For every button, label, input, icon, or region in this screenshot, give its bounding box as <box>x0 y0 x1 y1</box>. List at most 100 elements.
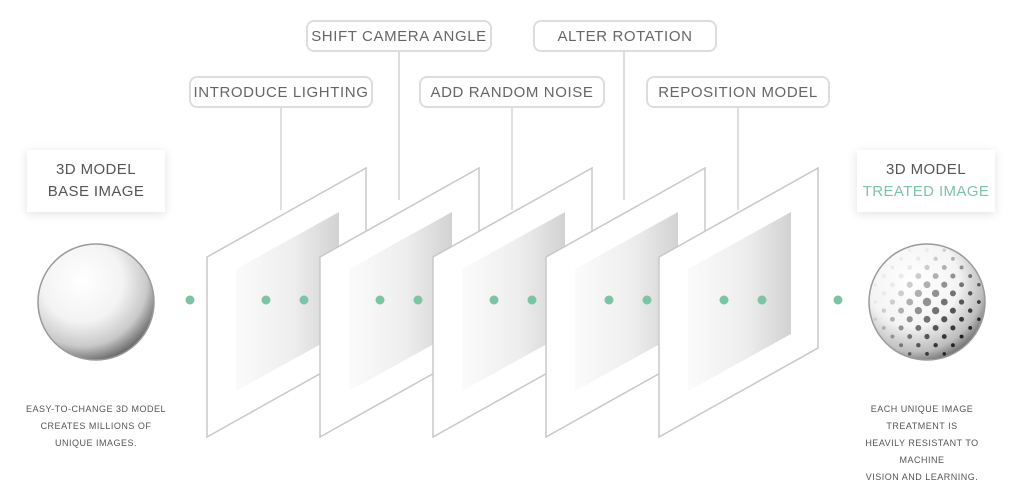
flow-dot <box>719 295 729 305</box>
sphere-pattern-cell <box>933 342 938 348</box>
sphere-pattern-cell <box>968 343 972 347</box>
flow-dot <box>527 295 537 305</box>
base-title-line1: 3D MODEL <box>56 161 136 178</box>
sphere-pattern-cell <box>959 282 965 288</box>
sphere-pattern-cell <box>907 334 913 340</box>
sphere-pattern-cell <box>898 290 905 297</box>
treated-sphere <box>868 243 986 361</box>
step-label-add-random-noise: ADD RANDOM NOISE <box>419 76 605 108</box>
sphere-pattern-cell <box>960 248 963 252</box>
base-caption: EASY-TO-CHANGE 3D MODEL CREATES MILLIONS… <box>25 404 167 448</box>
sphere-pattern-cell <box>924 333 930 340</box>
sphere-pattern-cell <box>925 351 929 356</box>
step-label-shift-camera-angle: SHIFT CAMERA ANGLE <box>306 20 492 52</box>
sphere-pattern-cell <box>959 334 964 339</box>
sphere-pattern-cell <box>882 343 886 347</box>
sphere-pattern-cell <box>941 316 948 323</box>
sphere-pattern-cell <box>906 316 913 323</box>
sphere-pattern-cell <box>915 324 922 331</box>
flow-dot <box>757 295 767 305</box>
sphere-pattern-cell <box>907 352 912 356</box>
sphere-pattern-cell <box>873 282 877 287</box>
treated-title-line2: TREATED IMAGE <box>862 183 990 200</box>
sphere-pattern-cell <box>881 308 887 313</box>
base-title-line2: BASE IMAGE <box>47 183 145 200</box>
sphere-pattern-cell <box>960 352 963 356</box>
sphere-pattern-cell <box>881 274 886 278</box>
flow-dot <box>833 295 843 305</box>
sphere-pattern-cell <box>890 265 895 270</box>
treated-caption: EACH UNIQUE IMAGE TREATMENT IS HEAVILY R… <box>865 404 979 482</box>
sphere-pattern-cell <box>907 264 913 270</box>
sphere-pattern-cell <box>968 274 973 278</box>
sphere-pattern-cell <box>922 297 932 307</box>
base-sphere <box>37 243 155 361</box>
sphere-pattern-cell <box>898 325 904 331</box>
sphere-pattern-cell <box>968 326 973 330</box>
sphere-pattern-cell <box>950 273 956 279</box>
sphere-pattern-cell <box>881 291 887 296</box>
sphere-pattern-cell <box>967 308 973 313</box>
sphere-pattern-cell <box>942 248 947 252</box>
flow-dot <box>604 295 614 305</box>
sphere-pattern-cell <box>916 256 921 262</box>
step-label-introduce-lighting: INTRODUCE LIGHTING <box>189 76 373 108</box>
sphere-pattern-cell <box>967 291 973 296</box>
sphere-pattern-cell <box>933 256 938 262</box>
sphere-pattern-cell <box>914 289 923 298</box>
sphere-pattern-cell <box>932 273 939 280</box>
sphere-pattern-cell <box>898 307 905 314</box>
sphere-pattern-cell <box>889 299 896 305</box>
sphere-pattern-cell <box>949 307 956 314</box>
sphere-pattern-cell <box>923 281 931 289</box>
sphere-pattern-cell <box>891 248 894 252</box>
sphere-pattern-cell <box>924 264 930 271</box>
treated-title-line1: 3D MODEL <box>886 161 966 178</box>
sphere-pattern-cell <box>951 256 955 261</box>
flow-dot <box>489 295 499 305</box>
sphere-pattern-cell <box>906 281 913 288</box>
sphere-pattern-cell <box>915 273 922 280</box>
flow-dot <box>299 295 309 305</box>
sphere-pattern-cell <box>977 335 981 338</box>
sphere-pattern-cell <box>881 326 886 330</box>
sphere-pattern-cell <box>941 281 948 288</box>
sphere-pattern-cell <box>949 290 956 297</box>
sphere-pattern-cell <box>898 273 904 279</box>
sphere-pattern-cell <box>889 316 895 322</box>
base-model-box: 3D MODEL BASE IMAGE <box>27 150 165 212</box>
sphere-pattern-cell <box>873 300 878 304</box>
flow-dot <box>185 295 195 305</box>
sphere-pattern-cell <box>959 265 964 270</box>
sphere-pattern-cell <box>976 300 981 304</box>
sphere-pattern-cell <box>873 317 877 322</box>
flow-dot <box>261 295 271 305</box>
sphere-pattern-cell <box>931 289 940 298</box>
sphere-pattern-cell <box>931 306 940 315</box>
sphere-pattern-cell <box>891 352 894 356</box>
step-label-alter-rotation: ALTER ROTATION <box>533 20 717 52</box>
sphere-pattern-cell <box>941 334 947 340</box>
flow-dot <box>642 295 652 305</box>
sphere-pattern-cell <box>977 282 981 287</box>
flow-dot <box>413 295 423 305</box>
sphere-pattern-cell <box>907 248 912 252</box>
sphere-pattern-cell <box>925 248 929 253</box>
sphere-pattern-cell <box>977 317 981 322</box>
sphere-pattern-cell <box>916 342 921 348</box>
sphere-pattern-cell <box>914 306 923 315</box>
sphere-pattern-cell <box>977 266 981 269</box>
sphere-pattern-cell <box>873 266 877 269</box>
treated-model-box: 3D MODEL TREATED IMAGE <box>857 150 995 212</box>
sphere-pattern-cell <box>941 264 947 270</box>
flow-dot <box>375 295 385 305</box>
sphere-pattern-cell <box>959 316 965 322</box>
sphere-pattern-cell <box>923 315 931 323</box>
sphere-pattern-cell <box>899 343 903 348</box>
sphere-pattern-cell <box>890 334 895 339</box>
sphere-pattern-cell <box>951 343 955 348</box>
sphere-pattern-cell <box>942 352 947 356</box>
sphere-pattern-cell <box>968 257 972 261</box>
